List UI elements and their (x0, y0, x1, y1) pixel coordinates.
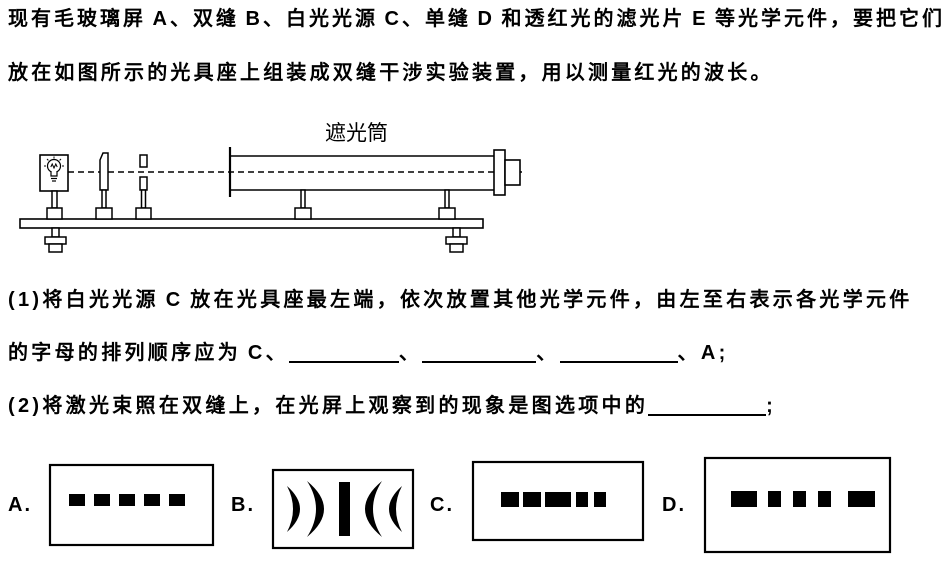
component-stand (294, 189, 312, 220)
separator: 、 (536, 342, 560, 364)
fringe-bar (119, 494, 135, 506)
fringe-arc (389, 486, 402, 532)
fringe-arc (365, 481, 382, 537)
fringe-bar (501, 492, 519, 507)
fringe-bar (793, 491, 806, 507)
bench-foot-right (445, 227, 468, 253)
optical-bench-rail (19, 218, 484, 229)
fringe-bar (545, 492, 571, 507)
stem-line-2: 放在如图所示的光具座上组装成双缝干涉实验装置，用以测量红光的波长。 (8, 62, 774, 84)
fringe-bar (169, 494, 185, 506)
figure-frame (471, 460, 645, 542)
option-b: B. (231, 468, 415, 550)
double-slit-apparatus-diagram (19, 147, 522, 253)
component-stand (438, 189, 456, 220)
fringe-arc (307, 481, 324, 537)
figure-frame (48, 463, 215, 547)
option-c: C. (430, 460, 645, 542)
fringe-bar (731, 491, 757, 507)
fringe-bar (69, 494, 85, 506)
part1-line-2: 的字母的排列顺序应为 C、 、 、 、A; (8, 339, 729, 367)
part2-suffix: ; (766, 395, 777, 417)
figure-frame (271, 468, 415, 550)
fringe-arc (287, 486, 300, 532)
light-shield-tube-label: 遮光筒 (325, 121, 388, 145)
stem-line-1: 现有毛玻璃屏 A、双缝 B、白光光源 C、单缝 D 和透红光的滤光片 E 等光学… (8, 8, 946, 30)
part2-prefix: (2)将激光束照在双缝上，在光屏上观察到的现象是图选项中的 (8, 395, 649, 417)
option-c-label: C. (430, 494, 454, 516)
fringe-bar (144, 494, 160, 506)
light-bulb-icon (44, 156, 64, 182)
part1-line-1: (1)将白光光源 C 放在光具座最左端，依次放置其他光学元件，由左至右表示各光学… (8, 289, 913, 311)
option-b-figure (271, 468, 415, 550)
part1-prefix: 的字母的排列顺序应为 C、 (8, 342, 289, 364)
option-a: A. (8, 463, 215, 547)
option-b-label: B. (231, 494, 255, 516)
component-stand (46, 190, 63, 220)
light-source (39, 154, 69, 192)
option-a-figure (48, 463, 215, 547)
fringe-bar (848, 491, 875, 507)
part1-suffix: 、A; (677, 342, 729, 364)
fringe-bar (339, 482, 350, 536)
answer-blank-3 (559, 343, 678, 363)
option-d: D. (662, 456, 892, 554)
fringe-bar (768, 491, 781, 507)
fringe-bar (94, 494, 110, 506)
fringe-bar (818, 491, 831, 507)
answer-blank-4 (648, 396, 767, 416)
eyepiece (504, 159, 521, 186)
fringe-bar (576, 492, 588, 507)
fringe-bar (523, 492, 541, 507)
option-d-figure (703, 456, 892, 554)
answer-blank-1 (288, 343, 399, 363)
screen-holder (493, 149, 506, 196)
part2-line: (2)将激光束照在双缝上，在光屏上观察到的现象是图选项中的; (8, 392, 776, 420)
separator: 、 (398, 342, 423, 364)
component-stand (135, 189, 152, 220)
option-a-label: A. (8, 494, 32, 516)
component-stand (95, 189, 113, 220)
answer-blank-2 (422, 343, 537, 363)
bench-foot-left (44, 227, 67, 253)
option-c-figure (471, 460, 645, 542)
red-filter (99, 152, 109, 191)
fringe-bar (594, 492, 606, 507)
option-d-label: D. (662, 494, 686, 516)
light-shield-tube (230, 155, 494, 191)
figure-frame (703, 456, 892, 554)
